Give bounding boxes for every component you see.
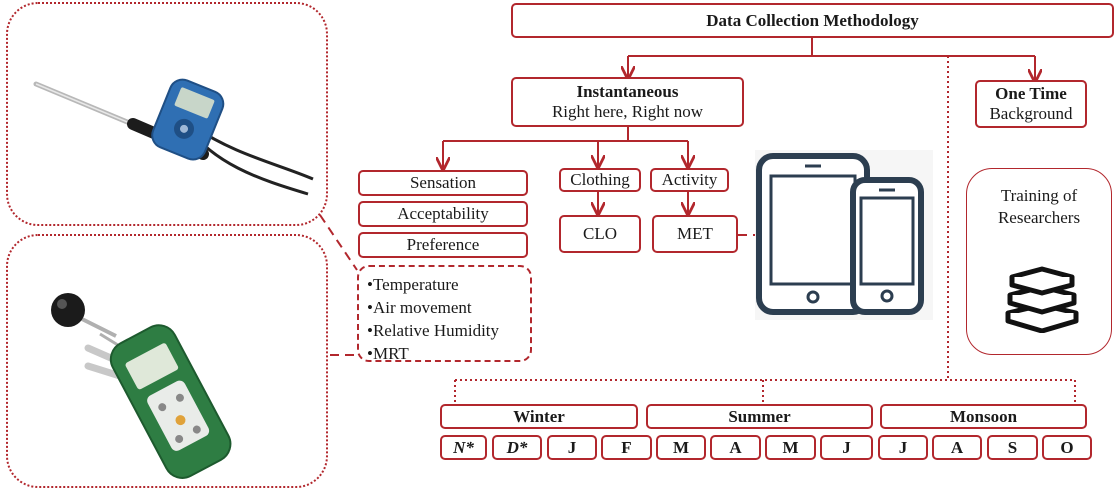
- season-winter: Winter: [440, 404, 638, 429]
- smartphone-icon: [850, 177, 924, 315]
- month-box: M: [656, 435, 706, 460]
- month-label: M: [672, 437, 690, 457]
- preference-box: Preference: [358, 232, 528, 258]
- instantaneous-box: Instantaneous Right here, Right now: [511, 77, 744, 127]
- month-label: O: [1060, 437, 1074, 457]
- month-label: M: [782, 437, 799, 457]
- month-label: J: [842, 437, 851, 457]
- month-box: S: [987, 435, 1038, 460]
- one-time-heading: One Time: [995, 84, 1067, 104]
- acceptability-box: Acceptability: [358, 201, 528, 227]
- activity-box: Activity: [650, 168, 729, 192]
- month-label: D*: [506, 437, 528, 457]
- month-label: J: [567, 437, 577, 457]
- clo-box: CLO: [559, 215, 641, 253]
- one-time-subheading: Background: [989, 104, 1073, 123]
- met-label: MET: [677, 224, 713, 244]
- clo-label: CLO: [583, 224, 617, 244]
- measurement-relative-humidity: Relative Humidity: [367, 319, 522, 342]
- month-box: A: [710, 435, 761, 460]
- season-monsoon: Monsoon: [880, 404, 1087, 429]
- measurement-air-movement: Air movement: [367, 296, 522, 319]
- heat-stress-meter-frame: [6, 234, 328, 488]
- heat-stress-meter-icon: [51, 293, 232, 479]
- anemometer-icon: [33, 78, 314, 196]
- instantaneous-heading: Instantaneous: [576, 82, 679, 102]
- month-label: S: [1007, 437, 1018, 457]
- month-box: N*: [440, 435, 487, 460]
- title-box: Data Collection Methodology: [511, 3, 1114, 38]
- anemometer-frame: [6, 2, 328, 226]
- month-box: J: [820, 435, 873, 460]
- month-label: N*: [453, 437, 474, 457]
- month-label: A: [950, 437, 964, 457]
- instantaneous-subheading: Right here, Right now: [551, 102, 704, 121]
- training-line-1: Training of: [1000, 186, 1078, 205]
- season-winter-label: Winter: [513, 406, 565, 426]
- month-box: J: [878, 435, 928, 460]
- measurement-mrt: MRT: [367, 342, 522, 365]
- training-line-2: Researchers: [997, 208, 1081, 227]
- month-box: D*: [492, 435, 542, 460]
- month-box: M: [765, 435, 816, 460]
- books-icon: [1005, 266, 1079, 333]
- sensation-label: Sensation: [409, 173, 477, 193]
- month-box: O: [1042, 435, 1092, 460]
- measurement-temperature: Temperature: [367, 273, 522, 296]
- title-text: Data Collection Methodology: [706, 10, 919, 30]
- season-summer: Summer: [646, 404, 873, 429]
- month-box: A: [932, 435, 982, 460]
- clothing-box: Clothing: [559, 168, 641, 192]
- sensation-box: Sensation: [358, 170, 528, 196]
- training-box: Training of Researchers: [966, 168, 1112, 355]
- measurements-box: Temperature Air movement Relative Humidi…: [357, 265, 532, 365]
- one-time-box: One Time Background: [975, 80, 1087, 128]
- season-monsoon-label: Monsoon: [949, 406, 1018, 426]
- season-summer-label: Summer: [728, 406, 791, 426]
- preference-label: Preference: [406, 235, 480, 255]
- month-label: F: [621, 437, 632, 457]
- acceptability-label: Acceptability: [397, 204, 489, 224]
- month-label: J: [898, 437, 908, 457]
- month-box: F: [601, 435, 652, 460]
- clothing-label: Clothing: [570, 170, 630, 190]
- tablet-icon: [756, 153, 870, 315]
- month-box: J: [547, 435, 597, 460]
- month-label: A: [729, 437, 742, 457]
- met-box: MET: [652, 215, 738, 253]
- activity-label: Activity: [661, 170, 718, 190]
- devices-illustration: [755, 150, 933, 320]
